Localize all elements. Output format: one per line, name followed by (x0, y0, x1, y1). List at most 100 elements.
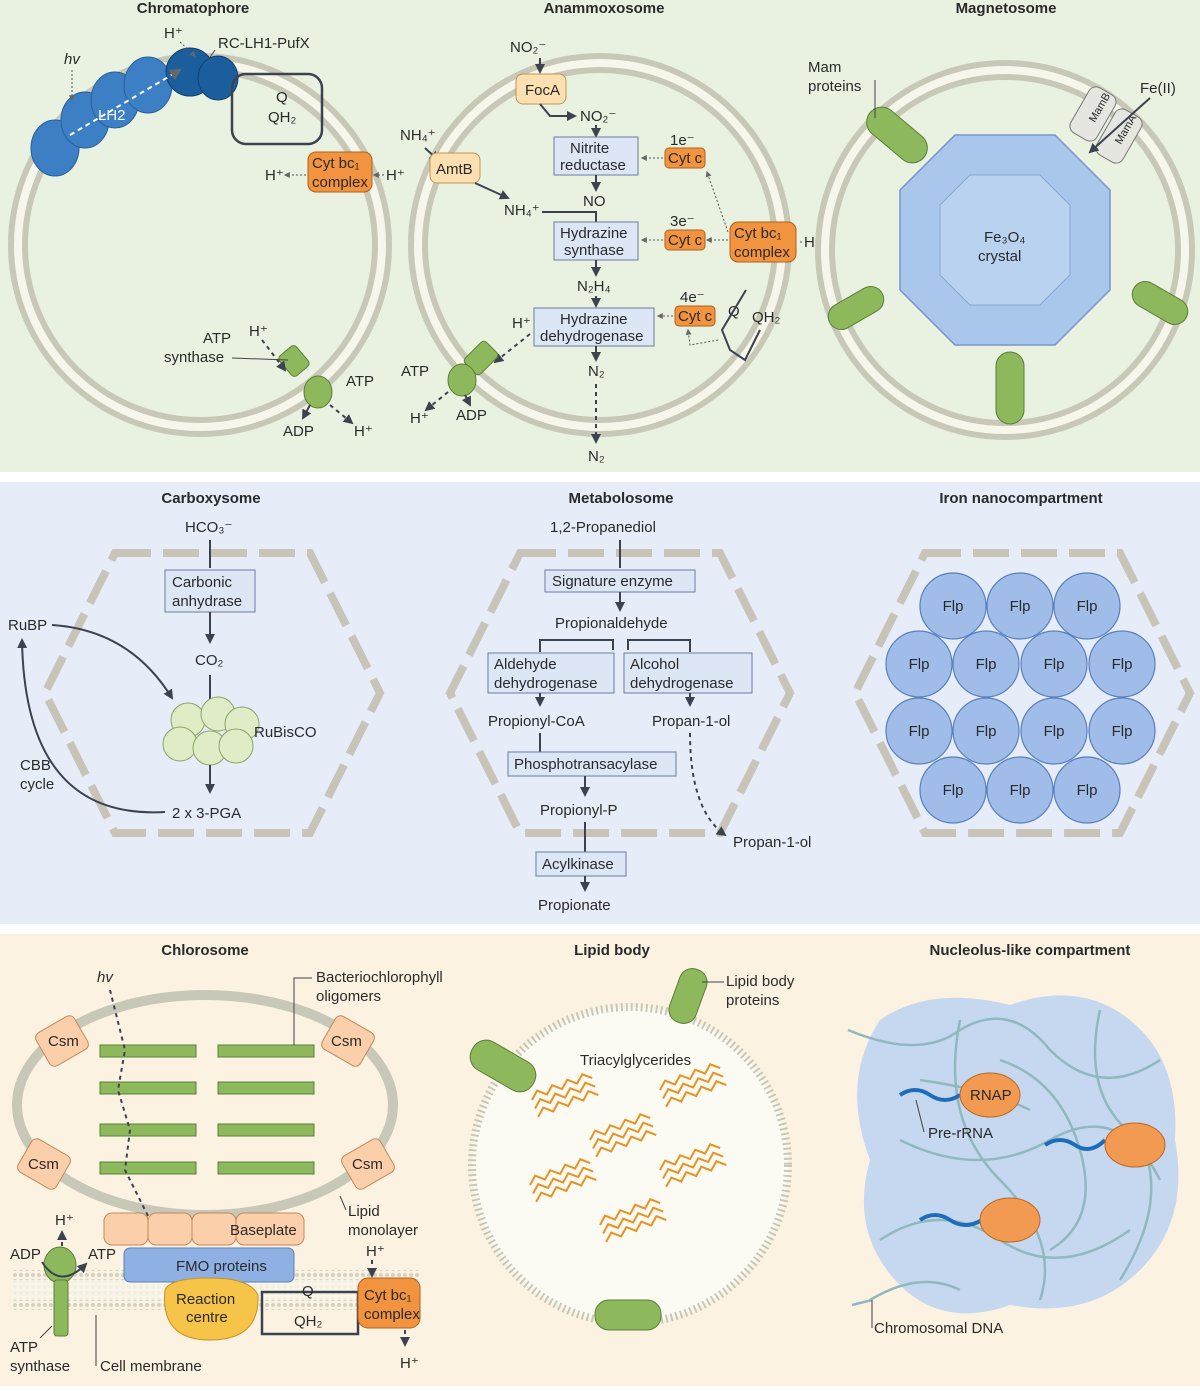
bchl-label-2: oligomers (316, 988, 381, 1005)
flp-protein (1088, 697, 1156, 765)
rnap-label: RNAP (970, 1087, 1012, 1104)
ana-h-atp: H⁺ (512, 315, 531, 332)
tag-chain (602, 1206, 664, 1234)
lipid-label-2: monolayer (348, 1222, 418, 1239)
metabolosome-panel: Metabolosome 1,2-Propanediol Signature e… (445, 490, 811, 914)
flp-label: Flp (1010, 598, 1031, 615)
tag-chain (662, 1151, 724, 1179)
nucleolus-title: Nucleolus-like compartment (930, 942, 1131, 959)
ana-adp: ADP (456, 407, 487, 424)
ana-cyt-bc1-box (729, 221, 797, 263)
ptac-box (507, 751, 677, 777)
h-top-label: H⁺ (164, 25, 183, 42)
propionyl-coa-label: Propionyl-CoA (488, 713, 585, 730)
chl-h-up: H⁺ (55, 1212, 74, 1229)
flp-label: Flp (976, 656, 997, 673)
lipid-body-protein-3 (594, 1299, 662, 1331)
atp-synthase-line2: synthase (164, 349, 224, 366)
magnetosome-title: Magnetosome (956, 0, 1057, 17)
flp-label: Flp (1010, 782, 1031, 799)
alc-label-1: Alcohol (630, 656, 679, 673)
fmo-label: FMO proteins (176, 1258, 267, 1275)
tag-chain (599, 1198, 661, 1226)
hydrazine-synthase-box (553, 221, 639, 261)
flp-protein (952, 630, 1020, 698)
flp-protein (1053, 572, 1121, 640)
ana-atp: ATP (401, 363, 429, 380)
chromatophore-panel: Chromatophore LH2 hv H⁺ RC-LH1-PufX Q QH… (8, 0, 405, 440)
rnap-3 (979, 1197, 1041, 1243)
chlorosome-title: Chlorosome (161, 942, 249, 959)
tag-chain (659, 1143, 721, 1171)
flp-label: Flp (976, 723, 997, 740)
atp-label: ATP (346, 373, 374, 390)
tag-chain (534, 1081, 596, 1109)
flp-protein (919, 572, 987, 640)
signature-label: Signature enzyme (552, 573, 673, 590)
chl-h-out: H⁺ (400, 1355, 419, 1372)
cytc1-box (664, 147, 706, 169)
e1-label: 1e⁻ (670, 132, 695, 149)
amtb-label: AmtB (436, 161, 473, 178)
hv-label: hv (64, 51, 81, 68)
baseplate-label: Baseplate (230, 1222, 297, 1239)
anammoxosome-title: Anammoxosome (544, 0, 665, 17)
tag-chain (529, 1158, 591, 1186)
propionyl-p-label: Propionyl-P (540, 802, 618, 819)
flp-protein (1020, 697, 1088, 765)
carboxysome-shell (40, 549, 385, 837)
csm-label-1: Csm (48, 1033, 79, 1050)
chl-qh2-label: QH₂ (294, 1313, 323, 1330)
crystal-label-2: crystal (978, 248, 1021, 265)
nitrite-reductase-box (553, 136, 639, 176)
alc-label-2: dehydrogenase (630, 675, 733, 692)
rubisco-label: RuBisCO (254, 724, 317, 741)
cytc2-box (664, 229, 706, 251)
amtb-box (429, 152, 481, 184)
dna-label: Chromosomal DNA (874, 1320, 1003, 1337)
flp-label: Flp (943, 598, 964, 615)
cbb-label-1: CBB (20, 757, 51, 774)
n2h4-label: N₂H₄ (577, 278, 611, 295)
bchl-label-1: Bacteriochlorophyll (316, 969, 443, 986)
metabolosome-title: Metabolosome (568, 490, 673, 507)
rnap-1 (959, 1072, 1021, 1118)
n2-out-label: N₂ (588, 448, 605, 465)
flp-label: Flp (1112, 656, 1133, 673)
nh4-out-label: NH₄⁺ (400, 127, 436, 144)
co2-label: CO₂ (195, 652, 224, 669)
flp-protein (919, 756, 987, 824)
mam-protein-4 (995, 351, 1025, 425)
tag-chain (532, 1166, 594, 1194)
flp-protein (986, 756, 1054, 824)
adp-label: ADP (283, 423, 314, 440)
lipid-body-protein-2 (469, 1039, 537, 1093)
carboxysome-panel: Carboxysome HCO₃⁻ Carbonic anhydrase CO₂… (8, 490, 385, 837)
n2-in-label: N₂ (588, 363, 605, 380)
propanediol-label: 1,2-Propanediol (550, 519, 656, 536)
propanol-out-label: Propan-1-ol (733, 834, 811, 851)
atp-s-label-2: synthase (10, 1358, 70, 1375)
flp-protein (885, 630, 953, 698)
iron-title: Iron nanocompartment (939, 490, 1102, 507)
csm-proteins (17, 1015, 395, 1190)
csm-label-3: Csm (28, 1156, 59, 1173)
foca-label: FocA (525, 82, 560, 99)
chlorosome-panel: Chlorosome hv Bacteriochlorophyll oligom… (10, 942, 443, 1375)
flp-protein (1088, 630, 1156, 698)
cyt-bc1-line1: Cyt bc₁ (312, 155, 360, 172)
chl-cyt-line1: Cyt bc₁ (364, 1287, 412, 1304)
rubp-label: RuBP (8, 617, 47, 634)
e4-label: 4e⁻ (680, 289, 705, 306)
chl-hv-label: hv (97, 969, 114, 986)
reaction-centre (164, 1277, 259, 1341)
hydrazine-d1: Hydrazine (560, 311, 628, 328)
chl-q-label: Q (302, 1283, 314, 1300)
mamb-box (1069, 86, 1117, 142)
iron-shell (850, 549, 1195, 837)
tag-chain (659, 1063, 721, 1091)
rc-lh1-label: RC-LH1-PufX (218, 35, 310, 52)
tag-chain (605, 1214, 667, 1243)
